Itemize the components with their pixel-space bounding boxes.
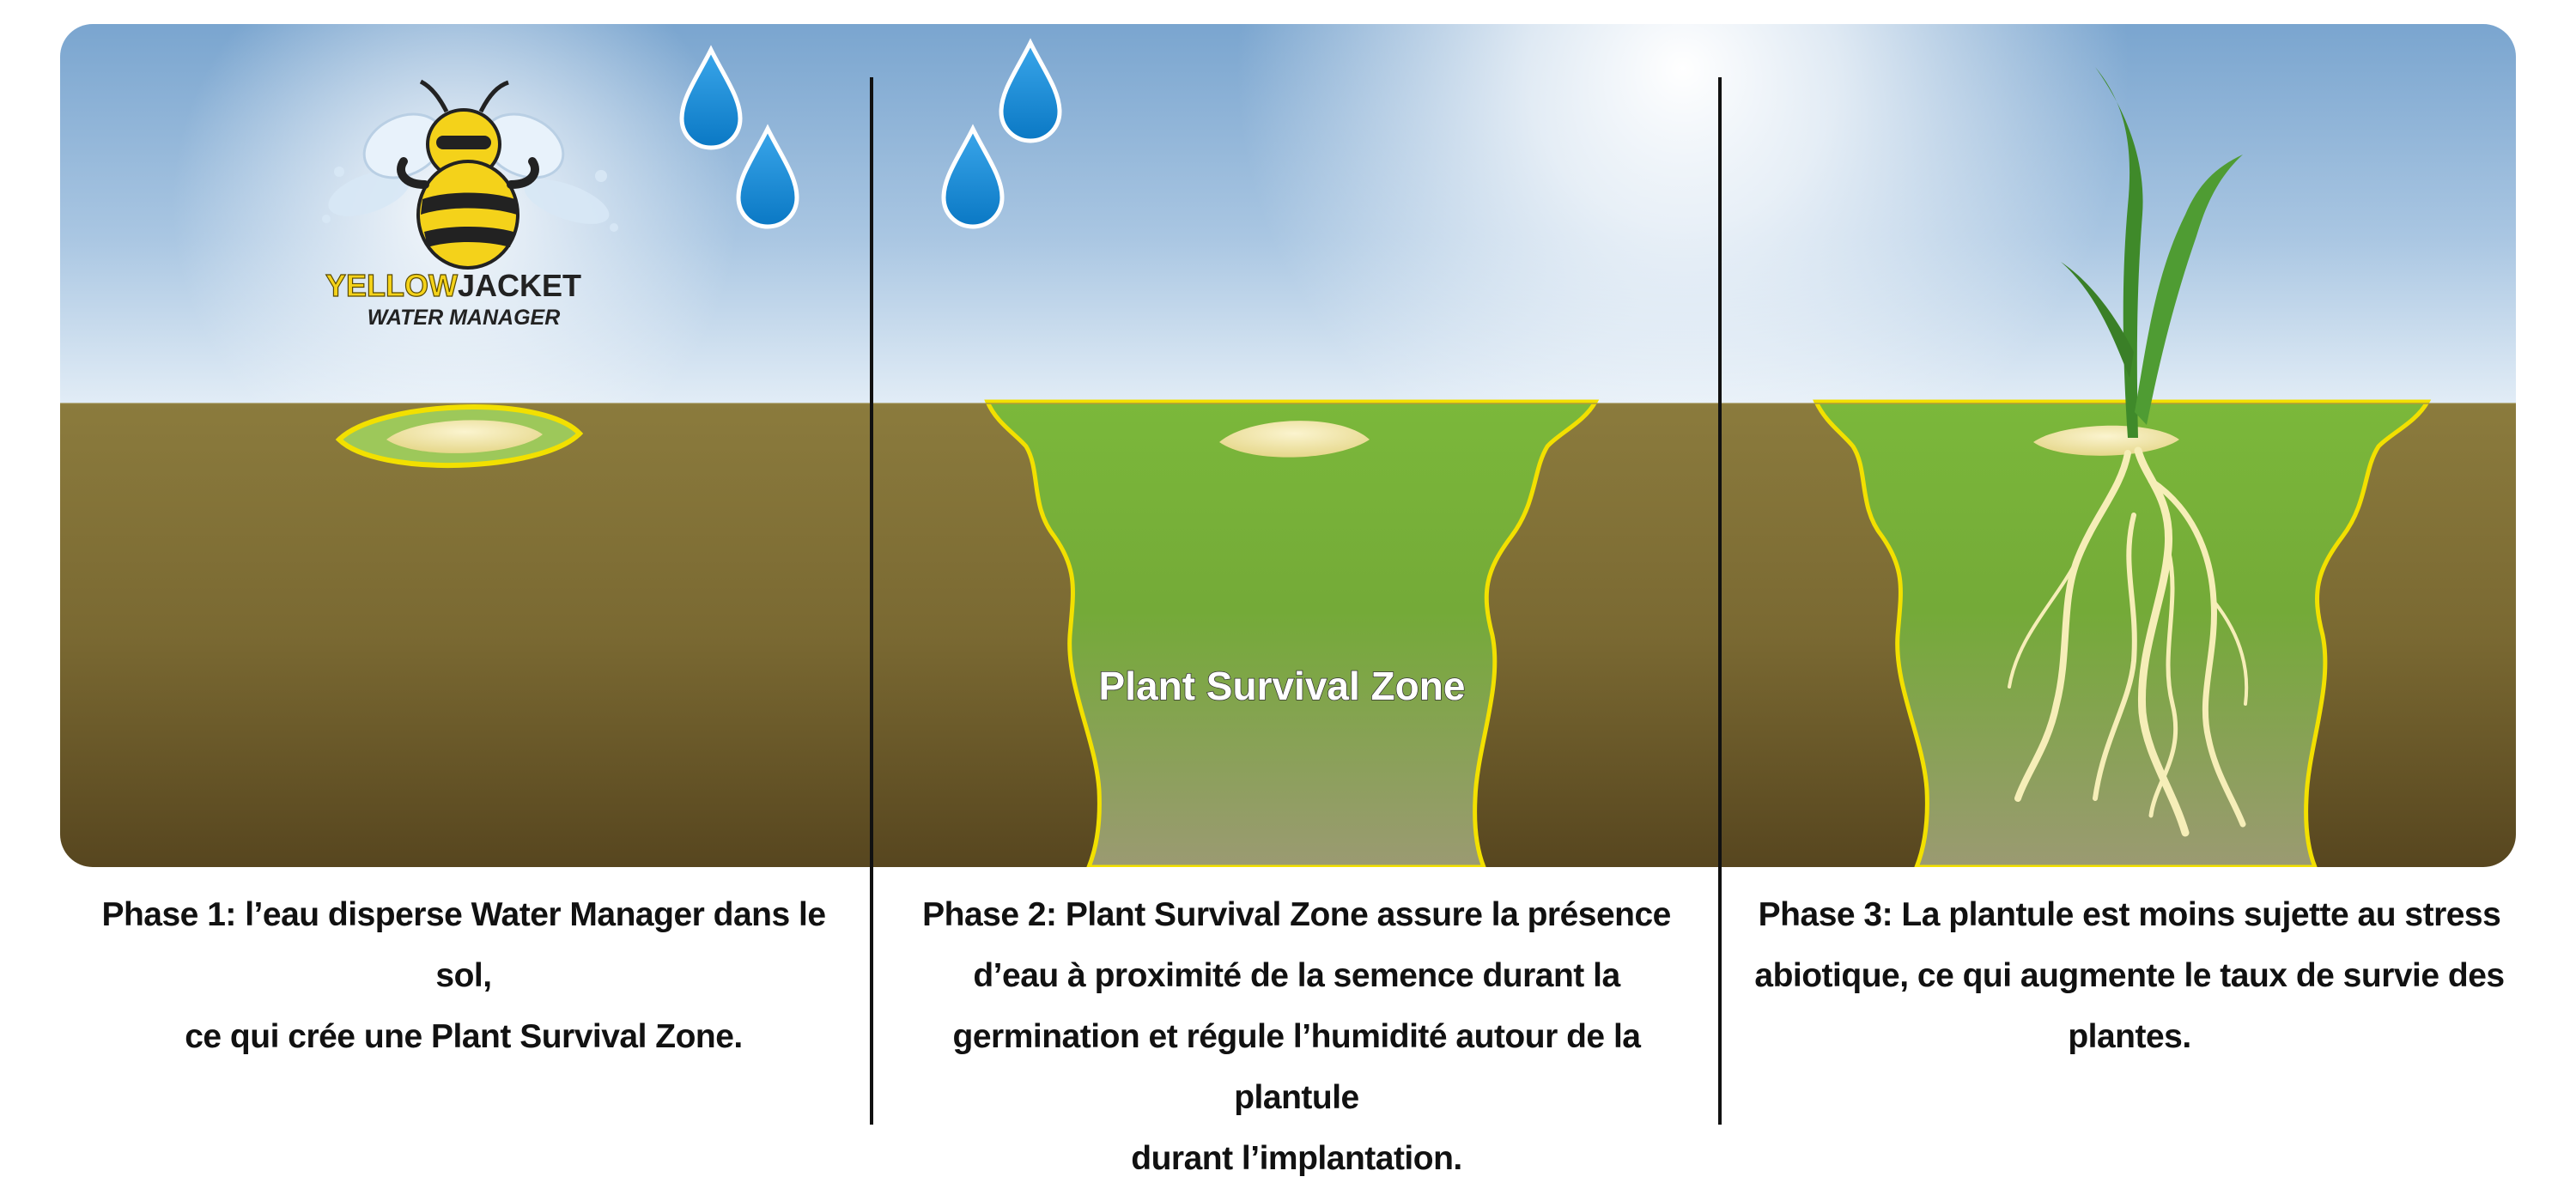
caption-line: abiotique, ce qui augmente le taux de su… <box>1754 957 2505 994</box>
caption-line: Phase 3: La plantule est moins sujette a… <box>1758 896 2501 933</box>
yellowjacket-logo: YELLOW JACKET WATER MANAGER <box>322 79 618 330</box>
plant-survival-zone-phase3 <box>1813 399 2432 867</box>
plant-survival-zone-phase2 <box>984 399 1600 867</box>
caption-line: ce qui crée une Plant Survival Zone. <box>185 1018 743 1055</box>
water-drop-icon <box>736 124 799 229</box>
caption-line: Phase 1: l’eau disperse Water Manager da… <box>101 896 826 994</box>
water-drop-icon <box>941 124 1005 229</box>
caption-line: Phase 2: Plant Survival Zone assure la p… <box>922 896 1671 933</box>
water-drops <box>679 38 1062 229</box>
water-splash-icon <box>322 167 618 232</box>
caption-phase-3: Phase 3: La plantule est moins sujette a… <box>1752 884 2507 1067</box>
caption-phase-1: Phase 1: l’eau disperse Water Manager da… <box>77 884 850 1067</box>
seedling-roots <box>2008 446 2249 837</box>
caption-line: d’eau à proximité de la semence durant l… <box>973 957 1620 994</box>
seed-phase3 <box>2033 425 2179 456</box>
caption-phase-2: Phase 2: Plant Survival Zone assure la p… <box>893 884 1700 1189</box>
water-drop-icon <box>999 38 1062 143</box>
seedling-shoot <box>2061 67 2243 438</box>
illustration-panel <box>60 24 2516 867</box>
zone-label: Plant Survival Zone <box>1099 664 1466 708</box>
caption-line: plantes. <box>2068 1018 2191 1055</box>
logo-brand-yellow: YELLOW <box>325 268 458 303</box>
bee-body-icon <box>416 160 519 270</box>
caption-line: germination et régule l’humidité autour … <box>952 1018 1641 1116</box>
logo-tagline: WATER MANAGER <box>368 306 561 330</box>
caption-line: durant l’implantation. <box>1131 1140 1462 1177</box>
seed-phase2 <box>1219 421 1370 458</box>
diagram-scene: YELLOW JACKET WATER MANAGER Plant Surviv… <box>60 24 2516 1125</box>
coated-seed-phase1 <box>335 404 584 469</box>
water-drop-icon <box>679 45 743 150</box>
logo-brand-jacket: JACKET <box>458 268 581 303</box>
sun-glow <box>1202 24 2147 410</box>
